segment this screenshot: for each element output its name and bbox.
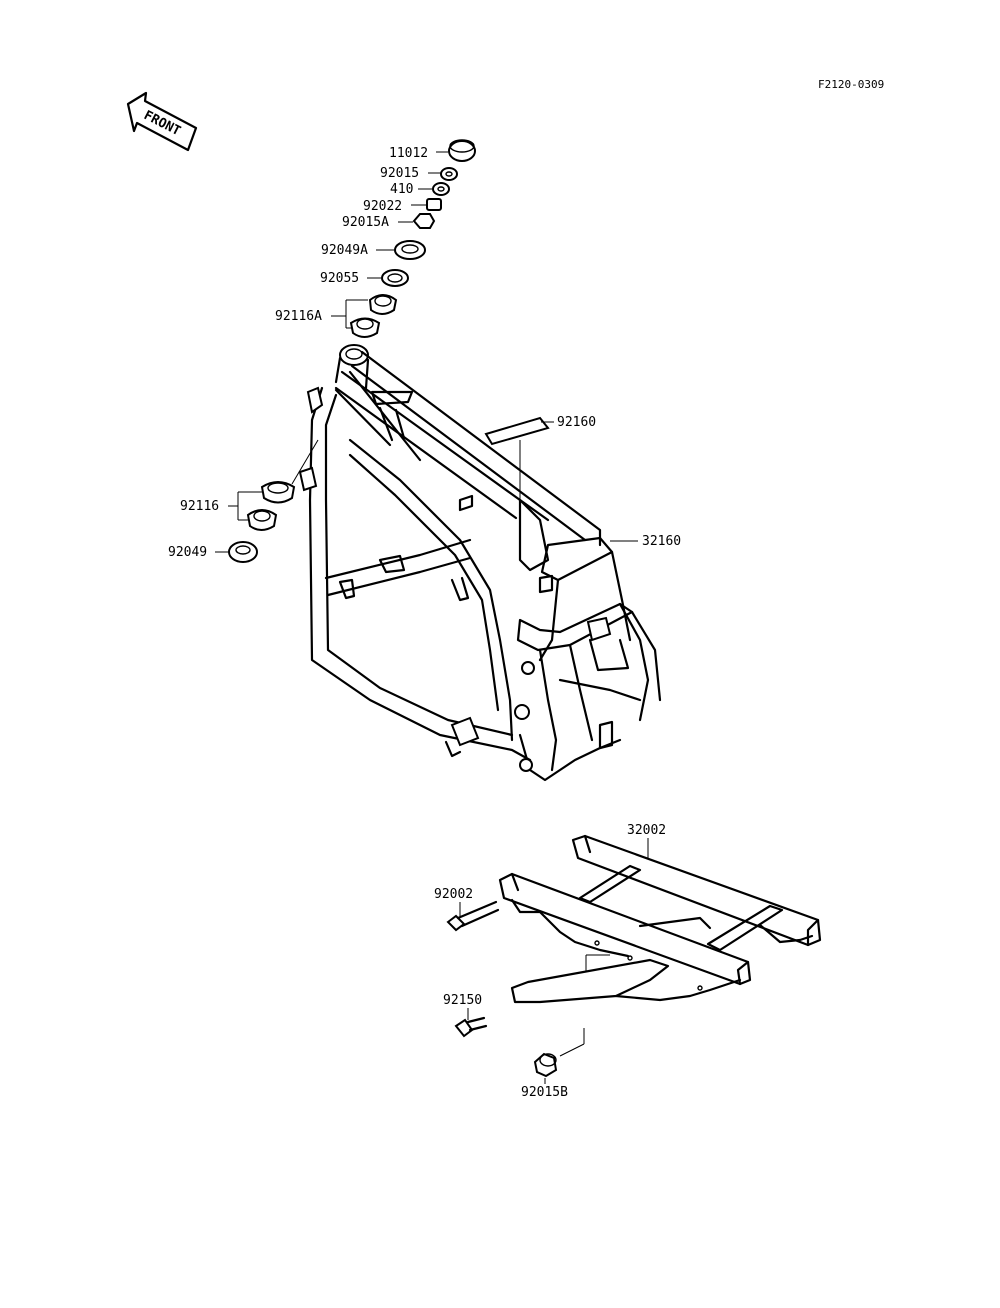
label-92160: 92160 [557,415,596,430]
label-92116A: 92116A [275,309,322,324]
label-32002: 32002 [627,823,666,838]
label-92015: 92015 [380,166,419,181]
rear-subframe [498,834,822,1004]
label-11012: 11012 [389,146,428,161]
label-32160: 32160 [642,534,681,549]
front-label: FRONT [141,108,183,139]
label-92015B: 92015B [521,1085,568,1100]
label-92150: 92150 [443,993,482,1008]
steering-stem-parts [349,139,476,338]
label-92002: 92002 [434,887,473,902]
label-92015A: 92015A [342,215,389,230]
subframe-bolts [446,900,585,1078]
label-92022: 92022 [363,199,402,214]
label-92049A: 92049A [321,243,368,258]
pad-92160 [484,416,550,500]
label-92116: 92116 [180,499,219,514]
front-arrow-icon: FRONT [126,91,198,152]
label-92049: 92049 [168,545,207,560]
drawing-code: F2120-0309 [818,78,884,91]
main-frame [298,344,662,782]
label-410: 410 [390,182,413,197]
lower-steering-bearings [228,439,319,563]
callouts: 11012 92015 410 92022 92015A 92049A 9205… [168,146,681,1100]
label-92055: 92055 [320,271,359,286]
